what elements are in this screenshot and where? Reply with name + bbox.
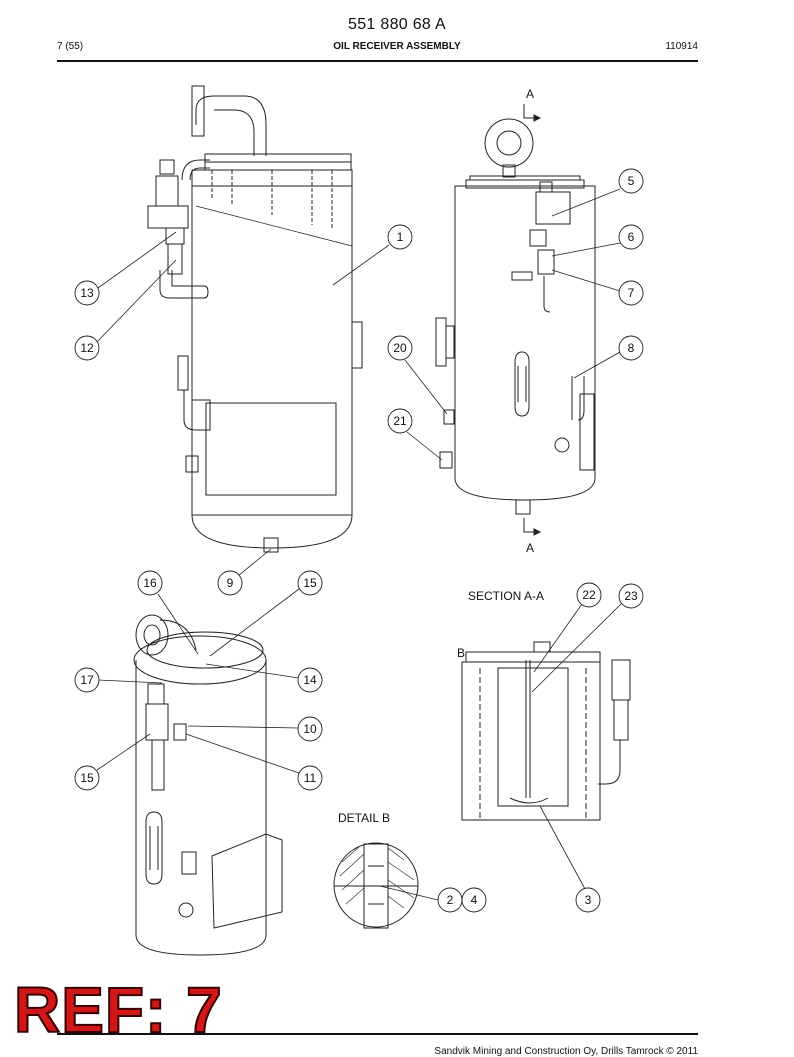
- document-number: 551 880 68 A: [348, 16, 446, 33]
- detail-title: DETAIL B: [338, 811, 390, 825]
- callout-6: 6: [628, 230, 635, 244]
- callout-7: 7: [628, 286, 635, 300]
- detail-b-drawing: [333, 842, 419, 929]
- callout-2: 2: [447, 893, 454, 907]
- callout-circle-6: [618, 224, 644, 250]
- leader-lines: [95, 188, 624, 901]
- isometric-view-tank: [133, 614, 283, 956]
- callout-15-top: 15: [303, 576, 317, 590]
- callout-20: 20: [393, 341, 407, 355]
- callout-circle-12: [74, 335, 100, 361]
- callout-22: 22: [582, 588, 596, 602]
- section-title: SECTION A-A: [468, 589, 544, 603]
- callout-8: 8: [628, 341, 635, 355]
- section-a-a-drawing: [461, 641, 631, 821]
- section-mark-bottom: A: [526, 541, 534, 555]
- document-date: 110914: [665, 41, 698, 52]
- callout-circle-21: [387, 408, 413, 434]
- callout-circle-9: [217, 570, 243, 596]
- detail-marker: B: [457, 646, 465, 660]
- callout-circle-15-top: [297, 570, 323, 596]
- callout-12: 12: [80, 341, 94, 355]
- callout-circle-10: [297, 716, 323, 742]
- front-view-tank: [435, 104, 596, 536]
- callout-circle-3: [575, 887, 601, 913]
- footer-rule: [57, 1033, 698, 1035]
- callout-circle-1: [387, 224, 413, 250]
- callout-circle-16: [137, 570, 163, 596]
- callout-circle-15-left: [74, 765, 100, 791]
- callout-circle-4: [461, 887, 487, 913]
- callout-17: 17: [80, 673, 94, 687]
- footer-copyright: Sandvik Mining and Construction Oy, Dril…: [434, 1046, 698, 1057]
- side-view-tank: [147, 85, 363, 553]
- callout-1: 1: [397, 230, 404, 244]
- header-rule: [57, 60, 698, 62]
- section-mark-top: A: [526, 87, 534, 101]
- callout-16: 16: [143, 576, 157, 590]
- callout-circle-5: [618, 168, 644, 194]
- page-number: 7 (55): [57, 41, 84, 52]
- ref-stamp: REF: 7: [13, 974, 223, 1046]
- callout-14: 14: [303, 673, 317, 687]
- callout-13: 13: [80, 286, 94, 300]
- callout-circle-14: [297, 667, 323, 693]
- callout-9: 9: [227, 576, 234, 590]
- callout-circle-13: [74, 280, 100, 306]
- callout-circles: [74, 168, 644, 913]
- callout-5: 5: [628, 174, 635, 188]
- callout-circle-11: [297, 765, 323, 791]
- callout-circle-7: [618, 280, 644, 306]
- document-title: OIL RECEIVER ASSEMBLY: [333, 41, 461, 52]
- callout-10: 10: [303, 722, 317, 736]
- callout-21: 21: [393, 414, 407, 428]
- callout-15-left: 15: [80, 771, 94, 785]
- callout-3: 3: [585, 893, 592, 907]
- callout-circle-8: [618, 335, 644, 361]
- callout-4: 4: [471, 893, 478, 907]
- callout-circle-17: [74, 667, 100, 693]
- callout-23: 23: [624, 589, 638, 603]
- callout-11: 11: [304, 771, 317, 785]
- callout-circle-22: [576, 582, 602, 608]
- callout-circle-23: [618, 583, 644, 609]
- callout-circle-20: [387, 335, 413, 361]
